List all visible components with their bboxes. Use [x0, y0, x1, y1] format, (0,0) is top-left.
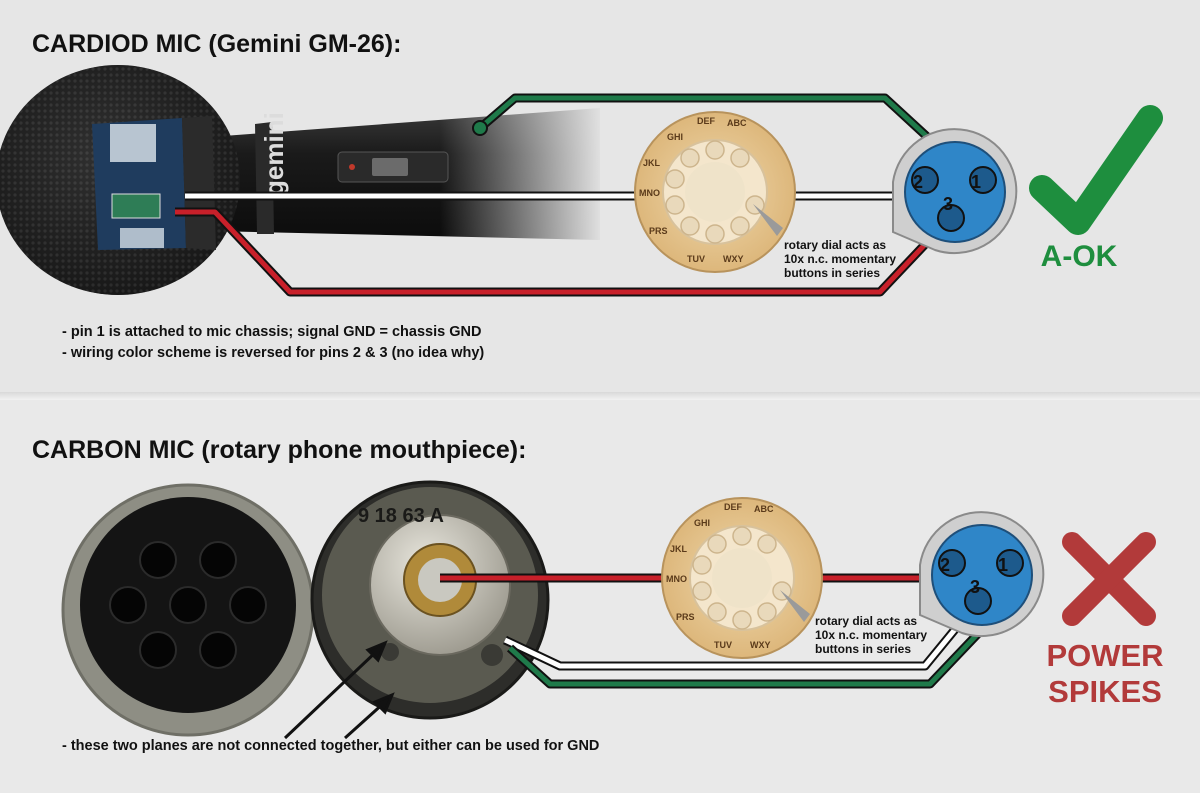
section-title: CARBON MIC (rotary phone mouthpiece): — [32, 436, 527, 464]
bottom-xlr-connector: 2 1 3 — [919, 511, 1045, 638]
dial-letters-abc: ABC — [754, 504, 774, 514]
carbon-mic-cover — [61, 483, 315, 737]
verdict-bad-label: POWER SPIKES — [1030, 638, 1180, 710]
page-title: CARDIOD MIC (Gemini GM-26): — [32, 30, 402, 58]
dial-letters-prs: PRS — [676, 612, 695, 622]
cross-icon — [1062, 532, 1156, 626]
bottom-rotary-dial: ABC DEF GHI JKL MNO PRS TUV WXY — [661, 497, 823, 659]
top-rotary-dial: ABC DEF GHI JKL MNO PRS TUV WXY — [634, 111, 796, 273]
carbon-note: - these two planes are not connected tog… — [62, 738, 600, 754]
dial-letters-ghi: GHI — [667, 132, 683, 142]
dial-note-line: 10x n.c. momentary — [815, 628, 928, 642]
dial-note-line: 10x n.c. momentary — [784, 252, 897, 266]
dial-letters-jkl: JKL — [670, 544, 688, 554]
dial-letters-abc: ABC — [727, 118, 747, 128]
cardioid-microphone: gemini — [0, 65, 605, 295]
dial-note-line: buttons in series — [784, 266, 881, 280]
dial-note: rotary dial acts as 10x n.c. momentary b… — [784, 238, 896, 280]
dial-letters-def: DEF — [697, 116, 716, 126]
verdict-line: SPIKES — [1048, 674, 1162, 709]
checkmark-icon — [1029, 105, 1163, 235]
pin-3-label: 3 — [970, 577, 980, 597]
dial-note-line: rotary dial acts as — [815, 614, 918, 628]
dial-letters-mno: MNO — [639, 188, 660, 198]
capsule-marking: 9 18 63 A — [358, 505, 444, 527]
carbon-mic-capsule: 9 18 63 A — [310, 480, 550, 720]
dial-letters-tuv: TUV — [714, 640, 732, 650]
mic-brand-text: gemini — [259, 112, 289, 196]
pin-3-label: 3 — [943, 194, 953, 214]
note-line: - wiring color scheme is reversed for pi… — [62, 345, 485, 361]
pin-1-label: 1 — [998, 555, 1008, 575]
pin-1-label: 1 — [971, 172, 981, 192]
dial-note: rotary dial acts as 10x n.c. momentary b… — [815, 614, 927, 656]
dial-letters-wxy: WXY — [723, 254, 744, 264]
ground-plane-arrows — [283, 640, 395, 740]
dial-letters-tuv: TUV — [687, 254, 705, 264]
dial-letters-ghi: GHI — [694, 518, 710, 528]
dial-letters-mno: MNO — [666, 574, 687, 584]
top-xlr-connector: 2 1 3 — [892, 128, 1018, 255]
section-divider — [0, 392, 1200, 400]
dial-letters-prs: PRS — [649, 226, 668, 236]
dial-letters-jkl: JKL — [643, 158, 661, 168]
cardioid-notes: - pin 1 is attached to mic chassis; sign… — [62, 322, 484, 364]
dial-letters-def: DEF — [724, 502, 743, 512]
dial-note-line: rotary dial acts as — [784, 238, 887, 252]
pin-2-label: 2 — [913, 172, 923, 192]
dial-note-line: buttons in series — [815, 642, 912, 656]
pin-2-label: 2 — [940, 555, 950, 575]
dial-letters-wxy: WXY — [750, 640, 771, 650]
verdict-ok-label: A-OK — [1040, 240, 1118, 273]
verdict-line: POWER — [1046, 638, 1164, 673]
note-line: - pin 1 is attached to mic chassis; sign… — [62, 324, 482, 340]
